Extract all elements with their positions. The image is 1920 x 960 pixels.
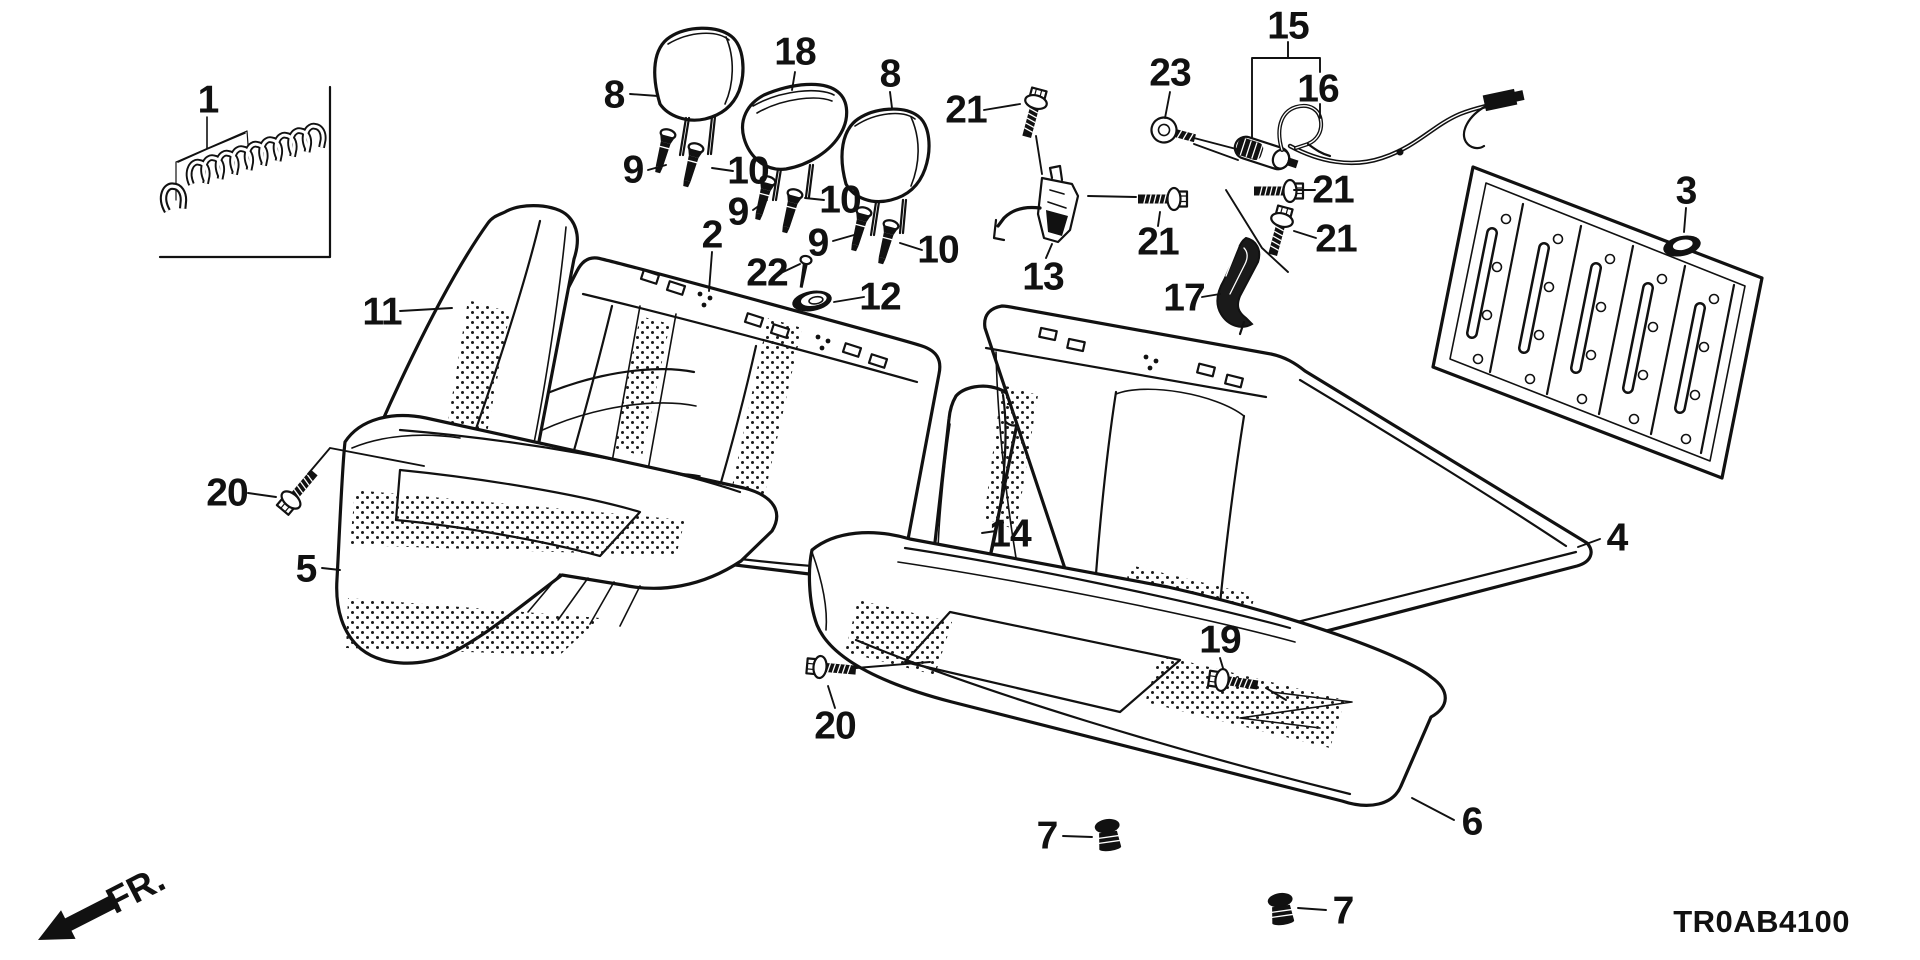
part-label-5: 5 — [295, 547, 318, 591]
part-label-6: 6 — [1461, 800, 1484, 844]
part-label-3: 3 — [1675, 169, 1698, 213]
part-label-15: 15 — [1267, 4, 1309, 48]
part-label-20: 20 — [206, 471, 248, 515]
part-1-border — [158, 85, 332, 259]
bolt-21-d — [1136, 186, 1189, 212]
part-label-7: 7 — [1332, 889, 1355, 933]
clip-12 — [792, 290, 832, 312]
part-label-16: 16 — [1297, 67, 1339, 111]
part-17-bracket — [1216, 236, 1261, 336]
fr-direction-arrow: FR. — [38, 858, 172, 940]
part-label-9: 9 — [807, 221, 830, 265]
part-8-headrest-right — [840, 107, 931, 237]
part-label-21: 21 — [945, 88, 987, 132]
bolt-21-c — [1260, 203, 1298, 259]
part-13-center-latch — [992, 164, 1080, 244]
part-3-mount-grommet — [1663, 235, 1701, 257]
part-label-2: 2 — [701, 213, 724, 257]
part-code: TR0AB4100 — [1673, 904, 1850, 939]
part-8-headrest-left — [653, 26, 745, 157]
fr-direction-label: FR. — [100, 858, 172, 922]
part-label-9: 9 — [622, 148, 645, 192]
part-label-18: 18 — [774, 30, 816, 74]
part-label-23: 23 — [1149, 51, 1191, 95]
part-3-seat-back-frame — [1431, 165, 1764, 480]
grommet-7-left — [1093, 816, 1124, 854]
part-label-11: 11 — [362, 290, 402, 334]
part-label-14: 14 — [989, 512, 1031, 556]
part-6-seat-cushion-right — [807, 531, 1447, 807]
part-label-9: 9 — [727, 190, 750, 234]
part-label-8: 8 — [603, 73, 626, 117]
part-15-lock-assembly — [1233, 135, 1299, 171]
part-label-10: 10 — [819, 178, 861, 222]
bolt-23 — [1150, 116, 1196, 144]
part-5-seat-cushion-left — [335, 414, 779, 665]
part-label-8: 8 — [879, 52, 902, 96]
part-16-release-cable — [1277, 88, 1525, 166]
grommet-7-right — [1266, 890, 1297, 928]
part-label-17: 17 — [1163, 276, 1205, 320]
part-1-clip-set — [158, 85, 332, 259]
bolt-20-left — [273, 464, 324, 519]
bolt-21-b — [1252, 178, 1305, 204]
part-label-21: 21 — [1315, 217, 1357, 261]
part-label-19: 19 — [1199, 618, 1241, 662]
part-label-21: 21 — [1137, 220, 1179, 264]
part-label-13: 13 — [1022, 255, 1064, 299]
part-label-20: 20 — [814, 704, 856, 748]
part-label-22: 22 — [746, 251, 788, 295]
part-label-21: 21 — [1312, 168, 1354, 212]
leader-lines — [247, 41, 1687, 911]
part-label-1: 1 — [197, 78, 220, 122]
part-label-7: 7 — [1036, 814, 1059, 858]
part-label-12: 12 — [859, 275, 901, 319]
bolt-21-a — [1014, 85, 1052, 141]
part-label-4: 4 — [1606, 516, 1629, 560]
part-label-10: 10 — [727, 149, 769, 193]
screw-22 — [799, 254, 813, 288]
part-label-10: 10 — [917, 228, 959, 272]
